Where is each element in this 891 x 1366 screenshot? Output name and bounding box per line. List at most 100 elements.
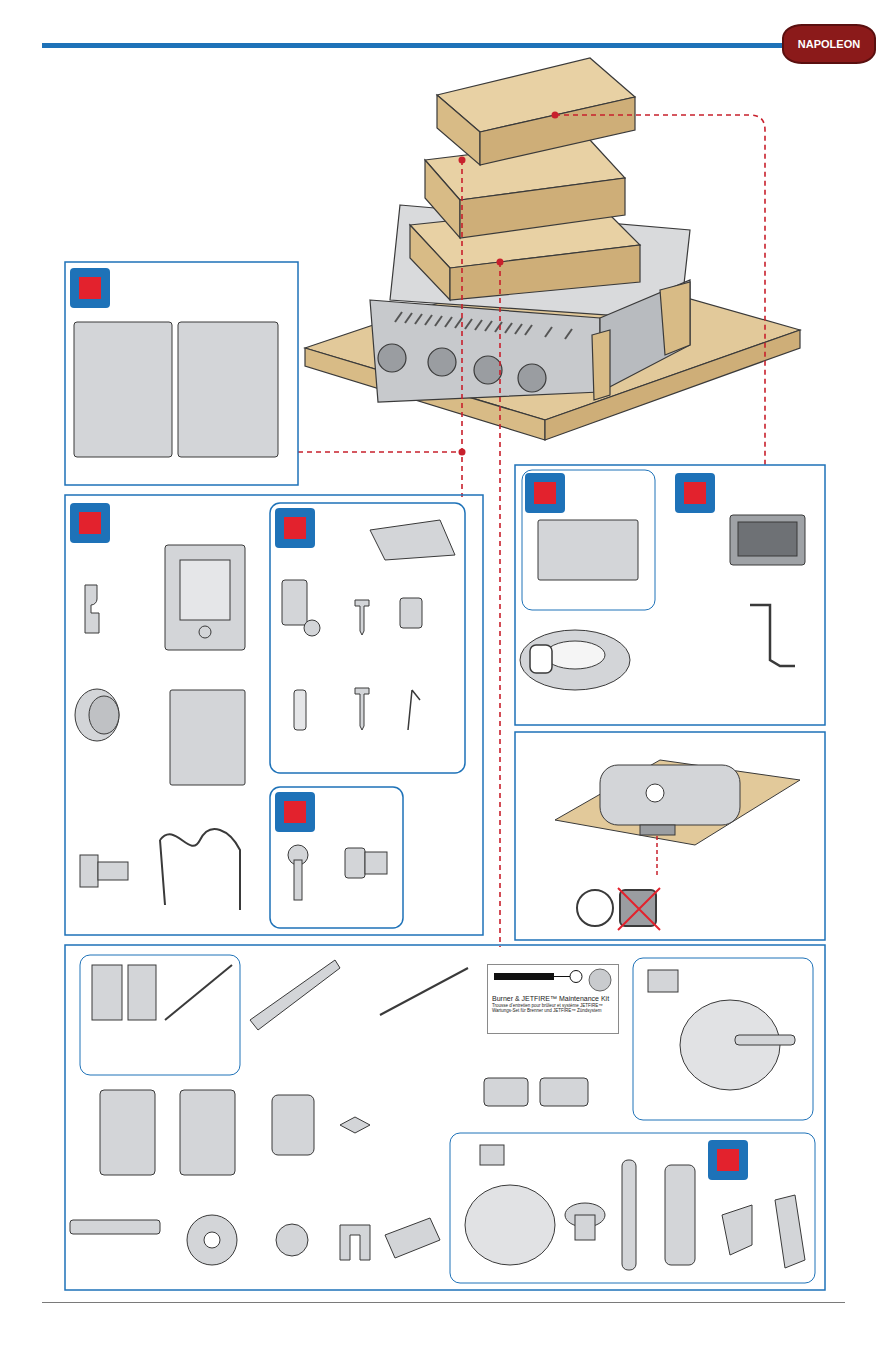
parts-panel: [522, 470, 655, 610]
part-drawing: [555, 760, 800, 845]
callout-square: [675, 473, 715, 513]
grill-head: [395, 312, 572, 339]
parts-panel: [515, 732, 825, 940]
part-drawing: [355, 688, 369, 730]
part-drawing: [600, 765, 740, 825]
grill-head: [545, 327, 552, 337]
part-drawing: [665, 1165, 695, 1265]
part-drawing: [340, 1117, 370, 1133]
grill-head: [455, 318, 462, 328]
grill-head: [370, 205, 690, 402]
part-drawing: [648, 970, 678, 992]
part-drawing: [540, 1078, 588, 1106]
part-drawing: [640, 825, 675, 835]
grill-head: [395, 312, 402, 322]
part-drawing: [465, 1185, 555, 1265]
parts-panel: [65, 945, 825, 1290]
grill-head: [370, 300, 600, 402]
part-drawing: [204, 1232, 220, 1248]
part-drawing: [160, 829, 240, 910]
brand-logo: NAPOLEON: [782, 24, 876, 64]
part-drawing: [272, 1095, 314, 1155]
leader-dot: [459, 112, 559, 456]
grill-head: [518, 364, 546, 392]
kit-title: Burner & JETFIRE™ Maintenance Kit: [492, 995, 614, 1003]
callout-square: [284, 801, 306, 823]
grill-head: [425, 315, 432, 325]
grill-head: [378, 344, 406, 372]
leader-dot: [497, 259, 504, 266]
grill-head: [515, 324, 522, 334]
parts-panel: [515, 465, 825, 725]
part-drawing: [618, 888, 660, 930]
grill-head: [445, 317, 452, 327]
footer-rule: [42, 1302, 845, 1303]
part-drawing: [74, 322, 172, 457]
kit-subtitle: Trousse d'entretien pour brûleur et syst…: [492, 1003, 614, 1008]
part-drawing: [165, 545, 245, 650]
part-drawing: [282, 580, 307, 625]
grill-head: [465, 319, 472, 329]
leader-line: [298, 115, 765, 947]
leader-line: [555, 115, 765, 466]
parts-panel: [270, 787, 403, 928]
part-drawing: [178, 322, 278, 457]
part-drawing: [92, 965, 122, 1020]
part-drawing: [575, 1215, 595, 1240]
part-drawing: [775, 1195, 805, 1268]
leader-dot: [459, 449, 466, 456]
part-drawing: [340, 1225, 370, 1260]
leader-dot: [459, 157, 466, 164]
part-drawing: [400, 598, 422, 628]
parts-panel: [65, 262, 825, 1290]
footer-rule: [42, 1302, 845, 1303]
carton-stack: [460, 178, 625, 238]
grill-head: [495, 322, 502, 332]
leader-line: [461, 160, 463, 497]
carton-stack: [437, 95, 480, 165]
grill-head: [600, 280, 690, 392]
kit-subtitle: Wartungs-Set für Brenner und JETFIRE™ Zü…: [492, 1008, 614, 1013]
parts-panel: [270, 503, 465, 773]
callout-square: [79, 512, 101, 534]
part-drawing: [80, 855, 98, 887]
leader-line: [298, 451, 462, 453]
callout-square: [70, 503, 110, 543]
carton-stack: [480, 97, 635, 165]
part-drawing: [484, 1078, 528, 1106]
parts-panel: [450, 1133, 815, 1283]
part-drawing: [722, 1205, 752, 1255]
grill-head: [428, 348, 456, 376]
grill-head: [660, 282, 690, 355]
grill-head: [485, 321, 492, 331]
part-drawing: [538, 520, 638, 580]
brand-name: NAPOLEON: [798, 38, 860, 51]
grill-head: [405, 313, 412, 323]
parts-panel: [633, 958, 813, 1120]
callout-square: [70, 268, 110, 308]
part-drawing: [480, 1145, 504, 1165]
part-drawing: [646, 784, 664, 802]
kit-tool-drawing: [492, 967, 616, 995]
part-drawing: [370, 520, 455, 560]
part-drawing: [70, 322, 805, 1270]
part-drawing: [345, 848, 365, 878]
part-drawing: [530, 645, 552, 673]
carton-stack: [410, 225, 450, 300]
part-drawing: [276, 1224, 308, 1256]
part-drawing: [180, 1090, 235, 1175]
carton-stack: [450, 245, 640, 300]
carton-stack: [425, 160, 460, 238]
kit-card: Burner & JETFIRE™ Maintenance KitTrousse…: [487, 964, 619, 1034]
part-drawing: [656, 836, 658, 875]
callout-square: [79, 277, 101, 299]
part-drawing: [730, 515, 805, 565]
callout-square: [717, 1149, 739, 1171]
part-drawing: [294, 690, 306, 730]
grill-head: [505, 323, 512, 333]
part-drawing: [545, 641, 605, 669]
callout-square: [275, 792, 315, 832]
